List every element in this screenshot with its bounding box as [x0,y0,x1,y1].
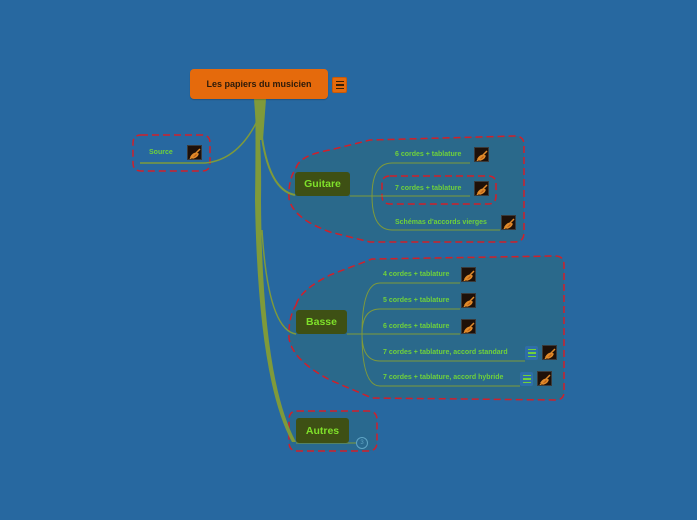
connector-basse [261,229,297,335]
guitar-image-icon[interactable] [501,215,516,230]
root-topic-label: Les papiers du musicien [206,79,312,89]
topic-basse-5-cordes[interactable]: 5 cordes + tablature [383,297,450,304]
connector-basse-children [347,282,525,387]
topic-source[interactable]: Source [149,149,173,156]
topic-basse-4-cordes[interactable]: 4 cordes + tablature [383,271,450,278]
note-icon [522,374,531,384]
guitar-image-icon[interactable] [461,267,476,282]
collapsed-count-badge[interactable]: 3 [356,437,368,449]
topic-guitare-schemas[interactable]: Schémas d'accords vierges [395,219,487,226]
topic-basse-6-cordes[interactable]: 6 cordes + tablature [383,323,450,330]
guitar-image-icon[interactable] [542,345,557,360]
topic-basse-7-cordes-hybride[interactable]: 7 cordes + tablature, accord hybride [383,374,504,381]
collapsed-count: 3 [360,440,364,446]
root-note-button[interactable] [332,77,347,93]
topic-autres[interactable]: Autres [296,418,349,443]
note-button-7-cordes-standard[interactable] [525,346,538,360]
topic-guitare-7-cordes[interactable]: 7 cordes + tablature [395,185,462,192]
topic-guitare[interactable]: Guitare [295,172,350,196]
connector-trunk [255,99,296,442]
topic-guitare-label: Guitare [304,178,341,190]
topic-basse-7-cordes-standard[interactable]: 7 cordes + tablature, accord standard [383,349,508,356]
topic-autres-label: Autres [305,424,340,437]
guitar-image-icon[interactable] [537,371,552,386]
root-topic[interactable]: Les papiers du musicien [190,69,328,99]
guitar-image-icon[interactable] [474,181,489,196]
guitar-image-icon[interactable] [187,145,202,160]
note-icon [335,80,344,90]
topic-basse-label: Basse [306,316,337,328]
connector-root [254,99,266,140]
boundary-basse [288,255,565,401]
connector-source [140,114,261,164]
guitar-image-icon[interactable] [461,319,476,334]
boundary-7-cordes [381,175,497,205]
topic-basse[interactable]: Basse [296,310,347,334]
boundary-source [132,134,211,172]
topic-guitare-6-cordes[interactable]: 6 cordes + tablature [395,151,462,158]
connector-guitare [260,129,296,196]
note-button-7-cordes-hybride[interactable] [520,372,533,386]
connector-guitare-children [350,162,500,231]
guitar-image-icon[interactable] [474,147,489,162]
guitar-image-icon[interactable] [461,293,476,308]
note-icon [527,348,536,358]
